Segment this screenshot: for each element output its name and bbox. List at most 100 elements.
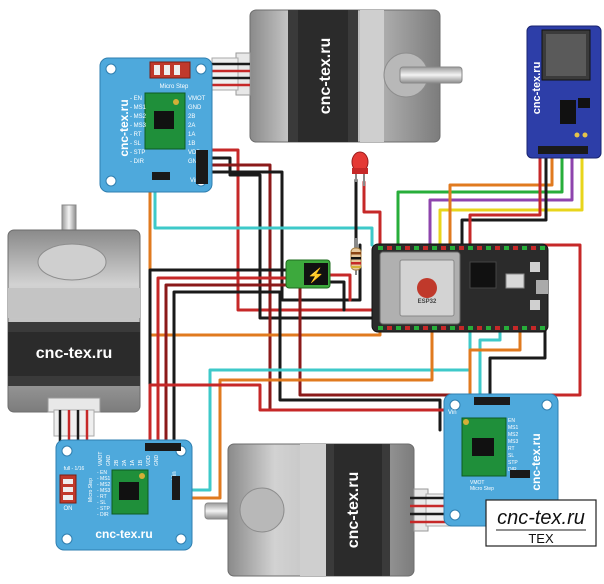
- wire-cyan-top: [153, 180, 374, 247]
- esp32-pin: [396, 246, 401, 250]
- esp32-pin: [504, 246, 509, 250]
- esp32-pin: [432, 246, 437, 250]
- wire-black-left2: [172, 290, 442, 447]
- driver-tl-micro-step: Micro Step: [160, 84, 189, 90]
- wire-led-red: [362, 180, 382, 247]
- driver-tl-pin-right: VMOT: [188, 96, 206, 102]
- driver-bl-pin-left: - MS2: [97, 482, 111, 488]
- esp32-pin: [522, 326, 527, 330]
- driver-bl-full: full - 1/16: [64, 466, 85, 472]
- wire-red-bl2: [148, 383, 472, 447]
- esp32-pin: [432, 326, 437, 330]
- esp32-pin: [477, 246, 482, 250]
- driver-br-brand: cnc-tex.ru: [529, 433, 543, 490]
- esp32-pin: [486, 326, 491, 330]
- esp32-pin: [531, 326, 536, 330]
- driver-tl-pin-left: - MS1: [130, 105, 147, 111]
- power-jack: ⚡: [285, 259, 331, 289]
- driver-bl-pin-top: VMOT: [98, 452, 104, 466]
- wire-power-red: [328, 273, 352, 302]
- driver-board-bottom-left: ON full - 1/16 Micro Step - EN- MS1- MS2…: [55, 439, 193, 551]
- driver-tl-pin-right: 2A: [188, 123, 195, 129]
- wire-red-left: [156, 276, 292, 447]
- esp32-pin: [495, 326, 500, 330]
- led-red: [351, 151, 369, 186]
- wires: [148, 146, 584, 500]
- brand-logo-sub: TEX: [528, 531, 554, 546]
- driver-br-pin: MS3: [508, 439, 519, 445]
- esp32-pin: [387, 246, 392, 250]
- esp32-pin: [387, 326, 392, 330]
- brand-logo: cnc-tex.ru TEX: [485, 499, 597, 547]
- driver-bl-pin-left: - RT: [97, 494, 107, 500]
- esp32-pin: [459, 326, 464, 330]
- driver-bl-brand: cnc-tex.ru: [95, 527, 152, 541]
- driver-br-pin: MS2: [508, 432, 519, 438]
- motor-bottom-label: cnc-tex.ru: [345, 472, 362, 548]
- wire-purple-sd: [428, 146, 574, 247]
- stepper-motor-top: cnc-tex.ru: [211, 9, 463, 143]
- brand-logo-main: cnc-tex.ru: [497, 507, 585, 529]
- driver-tl-pin-right: GND: [188, 159, 202, 165]
- driver-tl-pin-left: - EN: [130, 96, 142, 102]
- esp32-pin: [468, 326, 473, 330]
- esp32-name: ESP32: [418, 299, 437, 305]
- driver-br-vmot: VMOT: [470, 480, 484, 486]
- driver-bl-pin-top: 2B: [114, 459, 120, 466]
- driver-bl-pin-top: GND: [154, 455, 160, 467]
- esp32-pin: [513, 246, 518, 250]
- esp32-pin: [441, 246, 446, 250]
- driver-board-top-left: cnc-tex.ru Micro Step - EN- MS1- MS2- MS…: [99, 57, 213, 193]
- wire-orange-bl: [188, 328, 434, 500]
- motor-left-label: cnc-tex.ru: [36, 345, 112, 362]
- driver-br-pin: SL: [508, 453, 514, 459]
- driver-bl-micro-step: Micro Step: [88, 478, 94, 502]
- driver-tl-pin-right: GND: [188, 105, 202, 111]
- esp32-pin: [459, 246, 464, 250]
- driver-bl-pin-top: VDD: [146, 455, 152, 466]
- driver-tl-pin-left: - RT: [130, 132, 142, 138]
- esp32-pin: [486, 246, 491, 250]
- driver-br-pin: RT: [508, 446, 515, 452]
- wire-cyan-right: [478, 328, 502, 397]
- driver-tl-pin-left: - SL: [130, 141, 142, 147]
- esp32-pin: [378, 246, 383, 250]
- esp32-pin: [378, 326, 383, 330]
- wire-green-sd: [396, 146, 564, 247]
- driver-bl-pin-top: GND: [106, 455, 112, 467]
- esp32-pin: [540, 246, 545, 250]
- driver-tl-pin-left: - DIR: [130, 159, 145, 165]
- esp32-pin: [495, 246, 500, 250]
- driver-bl-pin-top: 2A: [122, 459, 128, 466]
- wire-orange-top: [148, 180, 382, 337]
- driver-bl-pin-left: - EN: [97, 470, 107, 476]
- driver-br-pin: MS1: [508, 425, 519, 431]
- driver-bl-pin-left: - STP: [97, 506, 110, 512]
- stepper-motor-left: cnc-tex.ru: [7, 204, 141, 445]
- wire-black-top2: [208, 170, 362, 302]
- esp32-pin: [513, 326, 518, 330]
- wire-orange-sd: [448, 146, 554, 247]
- stepper-motor-bottom: cnc-tex.ru: [204, 443, 455, 577]
- esp32-pin: [522, 246, 527, 250]
- esp32-pin: [423, 326, 428, 330]
- driver-br-pin: STP: [508, 460, 518, 466]
- wire-orange-right: [468, 328, 522, 397]
- esp32-pin: [531, 246, 536, 250]
- driver-tl-brand: cnc-tex.ru: [117, 99, 131, 156]
- driver-bl-pin-left: - DIR: [97, 512, 109, 518]
- esp32-pin: [441, 326, 446, 330]
- esp32-pin: [504, 326, 509, 330]
- esp32-pin: [477, 326, 482, 330]
- driver-tl-pin-right: 1B: [188, 141, 195, 147]
- esp32-pin: [414, 246, 419, 250]
- esp32-pin: [414, 326, 419, 330]
- esp32-board: ESP32: [371, 243, 549, 333]
- driver-tl-pin-right: VDD: [188, 150, 201, 156]
- sd-module-label: cnc-tex.ru: [531, 62, 543, 115]
- wire-black-top: [200, 156, 382, 320]
- driver-bl-pins-left: - EN- MS1- MS2- MS3- RT- SL- STP- DIR: [97, 470, 111, 518]
- driver-bl-pin-top: 1B: [138, 459, 144, 466]
- esp32-pin: [450, 326, 455, 330]
